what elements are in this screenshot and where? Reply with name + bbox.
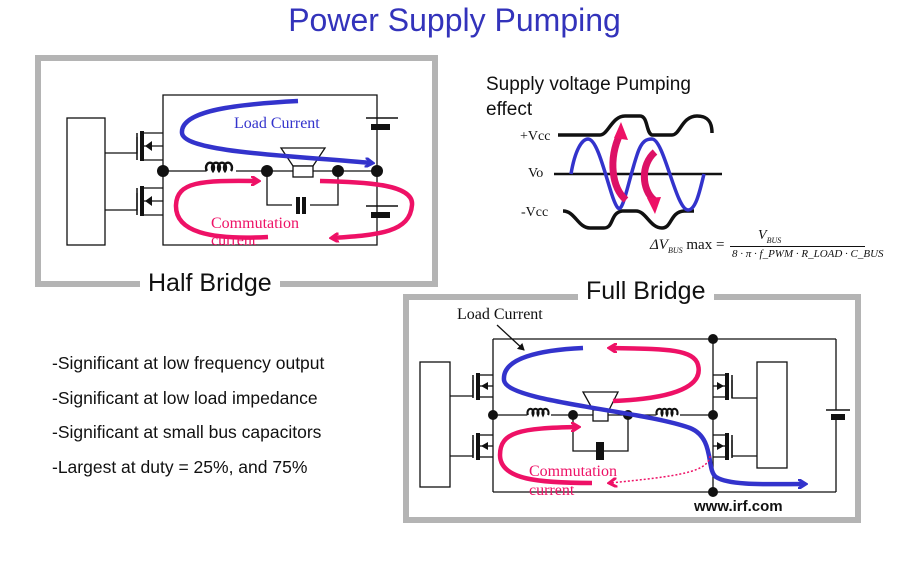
pumping-waveform: [554, 114, 722, 230]
full-commutation-label-line2: current: [529, 482, 575, 499]
mosfet-left-high: [472, 373, 493, 400]
half-commutation-label-line2: current: [211, 232, 257, 249]
mosfet-right-low: [713, 433, 733, 460]
source-url: www.irf.com: [694, 498, 783, 515]
half-bridge-label: Half Bridge: [140, 268, 280, 298]
formula-numerator-sub: BUS: [766, 235, 782, 245]
mosfet-high: [136, 131, 163, 161]
formula-lhs-suffix: max =: [686, 237, 725, 253]
pumping-formula: ΔVBUS max = VBUS 8 · π · f_PWM · R_LOAD …: [650, 228, 884, 269]
formula-denominator: 8 · π · f_PWM · R_LOAD · C_BUS: [732, 248, 884, 260]
half-load-current-arrow: [179, 98, 372, 163]
mosfet-low: [136, 186, 163, 216]
node: [261, 165, 273, 177]
half-commutation-arrow-right: [319, 178, 415, 238]
inductor-icon: [204, 161, 236, 178]
half-commutation-label-line1: Commutation: [211, 215, 299, 232]
capacitor-icon: [596, 442, 604, 460]
bullet-item: -Significant at low load impedance: [52, 387, 318, 408]
bullet-list: -Significant at low frequency output -Si…: [52, 352, 324, 490]
page-title: Power Supply Pumping: [288, 2, 621, 38]
inductor-right-icon: [655, 407, 680, 421]
half-commutation-arrow-left: [173, 181, 269, 240]
label-vo: Vo: [528, 166, 544, 181]
battery-bottom-icon: [366, 205, 398, 218]
full-bridge-circuit: [419, 324, 850, 497]
inductor-left-icon: [526, 407, 551, 421]
battery-top-icon: [366, 117, 398, 130]
pumping-heading: Supply voltage Pumping effect: [486, 74, 691, 120]
full-commutation-arrow-bottom: [497, 427, 593, 486]
bullet-item: -Significant at small bus capacitors: [52, 422, 322, 442]
formula-numerator: V: [758, 228, 767, 243]
label-minus-vcc: -Vcc: [521, 205, 549, 220]
bullet-item: -Largest at duty = 25%, and 75%: [52, 456, 308, 477]
battery-icon: [826, 409, 850, 420]
node: [371, 165, 383, 177]
label-plus-vcc: +Vcc: [520, 129, 551, 144]
mosfet-left-low: [472, 433, 493, 460]
half-bridge-circuit: [66, 94, 398, 246]
node: [332, 165, 344, 177]
full-commutation-arrow-top: [610, 348, 701, 404]
formula-fraction-bar: [730, 246, 865, 247]
bullet-item: -Significant at low frequency output: [52, 353, 325, 373]
full-load-current-label: Load Current: [457, 306, 543, 323]
formula-lhs: ΔV: [650, 237, 668, 253]
full-commutation-dotted-arrow: [610, 455, 711, 483]
speaker-icon: [279, 147, 327, 178]
full-bridge-label: Full Bridge: [578, 276, 714, 306]
mosfet-right-high: [713, 373, 733, 400]
right-gate-driver-box: [756, 361, 788, 469]
full-commutation-label-line1: Commutation: [529, 463, 617, 480]
full-load-current-arrow: [501, 345, 805, 484]
left-gate-driver-box: [419, 361, 451, 488]
formula-lhs-sub: BUS: [667, 246, 683, 255]
half-load-current-label: Load Current: [234, 115, 320, 132]
node: [157, 165, 169, 177]
gate-driver-box: [66, 117, 106, 246]
